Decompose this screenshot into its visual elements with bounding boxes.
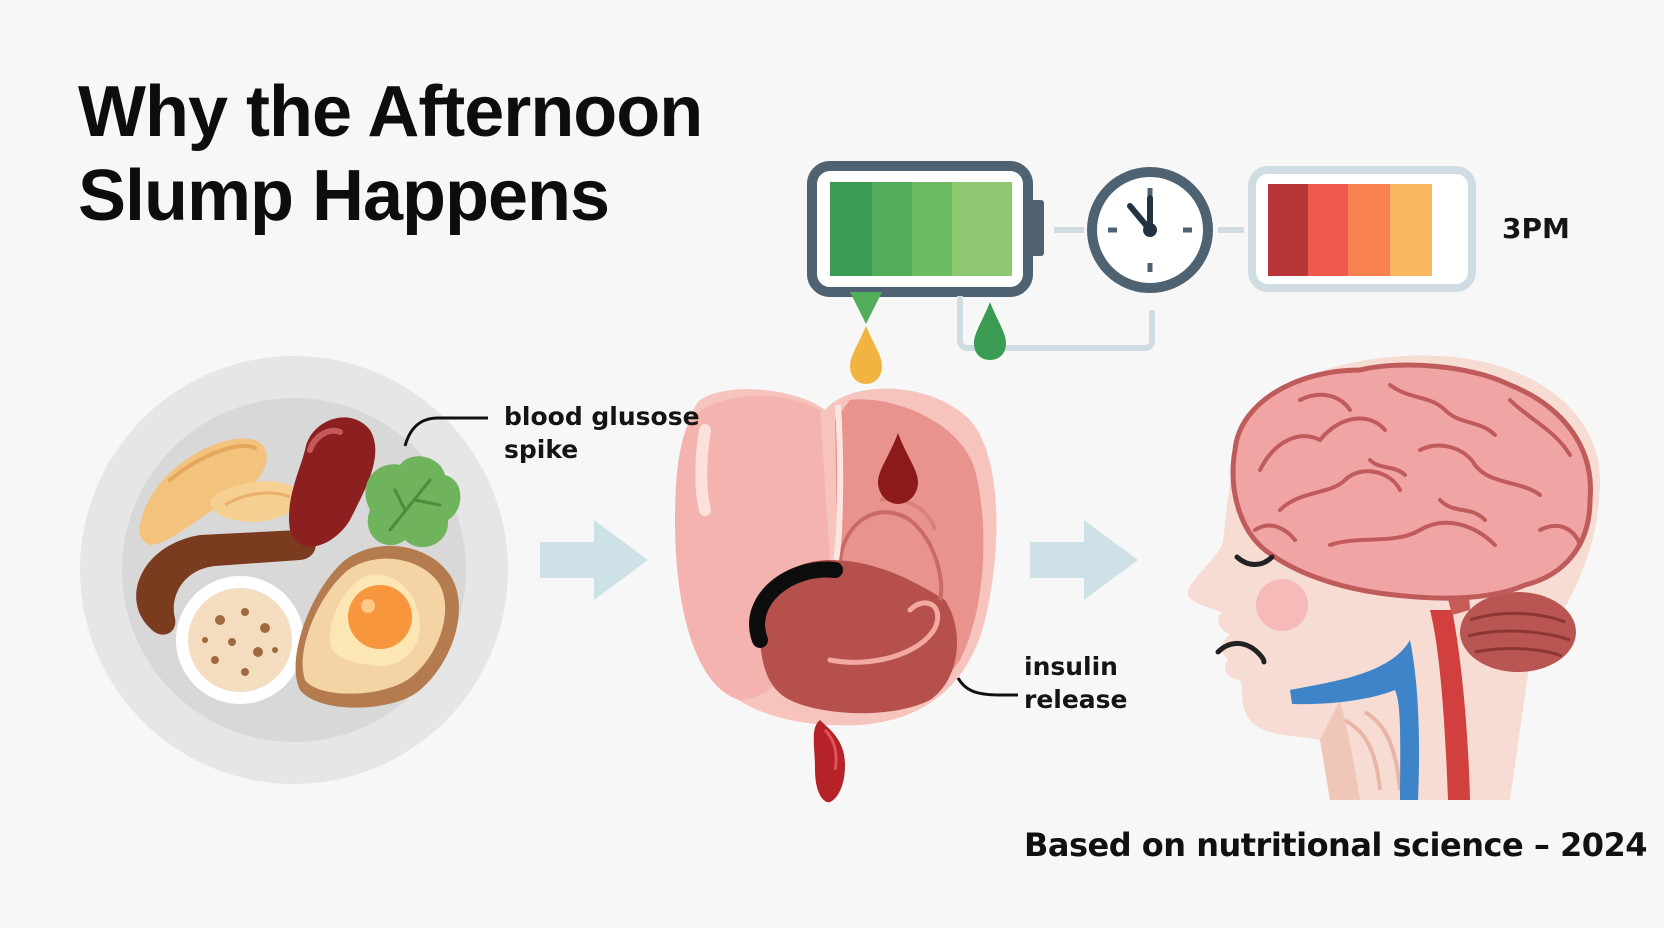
bread-icon — [139, 438, 300, 545]
bowl-icon — [176, 576, 304, 704]
insulin-label-line-1: insulin — [1024, 652, 1118, 681]
time-label: 3PM — [1502, 212, 1570, 245]
title-line-2: Slump Happens — [78, 156, 610, 236]
blood-drop-icon — [878, 433, 918, 504]
glucose-spike-label: blood glusose spike — [504, 400, 700, 466]
arrow-right-icon — [1030, 520, 1138, 600]
glucose-label-line-2: spike — [504, 435, 579, 464]
arrow-right-icon — [540, 520, 648, 600]
insulin-label-line-2: release — [1024, 685, 1128, 714]
food-plate-icon — [80, 356, 508, 784]
page-title: Why the Afternoon Slump Happens — [78, 70, 703, 238]
insulin-release-label: insulin release — [1024, 650, 1128, 716]
brain-head-icon — [1187, 355, 1600, 800]
glucose-callout-line — [403, 416, 488, 447]
full-battery-icon — [807, 161, 1044, 324]
insulin-callout-line — [956, 677, 1018, 697]
low-battery-icon — [1248, 166, 1476, 292]
digestive-organ-icon — [675, 388, 997, 726]
egg-toast-icon — [295, 545, 459, 708]
lettuce-icon — [365, 456, 461, 548]
cheek-blush — [1256, 579, 1308, 631]
clock-icon — [1087, 167, 1213, 293]
title-line-1: Why the Afternoon — [78, 72, 703, 152]
glucose-drop-icon — [850, 326, 882, 384]
sausage-icon — [136, 530, 316, 635]
connector-line — [957, 296, 1155, 351]
frown-mouth — [1215, 641, 1267, 665]
tomato-icon — [288, 417, 376, 547]
glucose-label-line-1: blood glusose — [504, 402, 700, 431]
closed-eye — [1234, 554, 1275, 567]
energy-drop-icon — [974, 302, 1006, 360]
blood-drop-icon — [813, 720, 845, 803]
source-footer: Based on nutritional science – 2024 — [1024, 826, 1648, 864]
